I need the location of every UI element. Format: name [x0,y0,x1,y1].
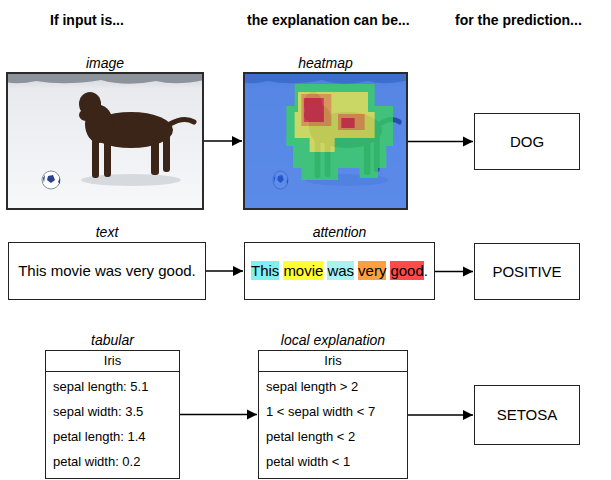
table-rows: sepal length: 5.1sepal width: 3.5petal l… [46,372,156,478]
attention-word: was [327,261,354,280]
box-content: DOG [510,133,544,151]
image-box: image [6,72,204,210]
dog-scene [6,72,204,210]
flow-arrow [204,140,242,142]
prediction-label: DOG [510,133,544,150]
box-body: POSITIVE [475,244,579,299]
input-caption: image [0,55,242,71]
box-body: This movie was very good. [9,243,205,299]
column-heading: for the prediction... [455,12,582,28]
box-body: DOG [475,114,579,169]
prediction-box: POSITIVE [474,243,580,300]
table-cell: sepal width: 3.5 [53,399,148,424]
attention-word: . [424,261,428,280]
table-box: local explanationIrissepal length > 21 <… [258,350,408,479]
box-body: Thismoviewasverygood. [245,243,434,299]
box-content: Thismoviewasverygood. [251,262,428,280]
heatmap-box: heatmap [243,72,408,210]
attention-box: attentionThismoviewasverygood. [244,242,435,300]
table-rows: sepal length > 21 < sepal width < 7petal… [259,372,383,478]
prediction-box: DOG [474,113,580,170]
flow-arrow [206,270,243,272]
flow-arrow [408,414,473,416]
input-caption: text [0,224,245,240]
table-header: Iris [46,351,179,372]
box-body: SETOSA [475,386,579,444]
column-heading: If input is... [50,12,124,28]
table-cell: petal length: 1.4 [53,424,148,449]
flow-arrow [408,141,473,143]
table-cell: 1 < sepal width < 7 [266,399,375,424]
dog-heatmap [243,72,408,210]
flow-arrow [435,271,473,273]
box-content: POSITIVE [492,263,561,281]
text-box: textThis movie was very good. [8,242,206,300]
heat-cells [286,84,393,180]
input-caption: local explanation [219,332,447,348]
dog-scene [243,72,408,210]
box-content: This movie was very good. [18,262,196,280]
table-box: tabularIrissepal length: 5.1sepal width:… [45,350,180,479]
attention-word: good [390,261,423,280]
attention-word: This [251,261,279,280]
dog-photo [6,72,204,210]
table-cell: petal width: 0.2 [53,449,148,474]
column-heading: the explanation can be... [247,12,410,28]
heat-ground [243,72,408,210]
prediction-label: SETOSA [497,406,558,423]
table-cell: sepal length: 5.1 [53,374,148,399]
flow-arrow [180,414,257,416]
prediction-box: SETOSA [474,385,580,445]
table-cell: sepal length > 2 [266,374,375,399]
table-cell: petal length < 2 [266,424,375,449]
attention-word: movie [283,261,323,280]
input-caption: heatmap [205,55,446,71]
input-caption: tabular [6,332,219,348]
input-sentence: This movie was very good. [18,262,196,279]
table-cell: petal width < 1 [266,449,375,474]
prediction-label: POSITIVE [492,263,561,280]
box-content: SETOSA [497,406,558,424]
attention-word: very [358,261,386,280]
input-caption: attention [205,224,474,240]
table-header: Iris [259,351,407,372]
